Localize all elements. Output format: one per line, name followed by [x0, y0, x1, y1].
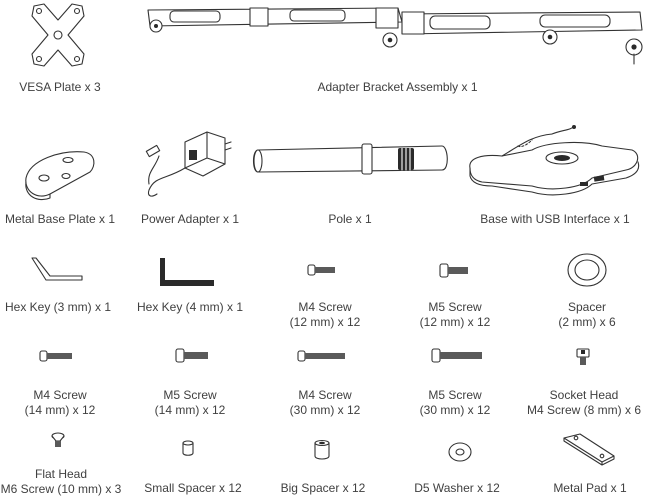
socket-head-screw-name: Socket Head: [549, 388, 619, 402]
flat-head-screw-label: Flat Head M6 Screw (10 mm) x 3: [0, 467, 122, 497]
hex-key-4mm-image: [160, 258, 214, 286]
socket-head-screw-label: Socket Head M4 Screw (8 mm) x 6: [520, 388, 648, 418]
metal-base-plate-image: [25, 151, 95, 201]
hex-key-3mm-image: [31, 257, 83, 281]
m5-screw-14mm-name: M5 Screw: [163, 388, 217, 402]
m4-screw-14mm-qty: (14 mm) x 12: [24, 403, 96, 417]
m5-screw-30mm-label: M5 Screw (30 mm) x 12: [400, 388, 510, 418]
metal-base-plate-label: Metal Base Plate x 1: [4, 212, 116, 226]
flat-head-screw-qty: M6 Screw (10 mm) x 3: [0, 482, 122, 496]
adapter-bracket-image: [147, 7, 643, 65]
m5-screw-30mm-qty: (30 mm) x 12: [419, 403, 491, 417]
socket-head-screw-image: [576, 348, 590, 365]
m5-screw-12mm-label: M5 Screw (12 mm) x 12: [400, 300, 510, 330]
m4-screw-30mm-name: M4 Screw: [298, 388, 352, 402]
m4-screw-12mm-image: [307, 264, 335, 276]
m4-screw-12mm-label: M4 Screw (12 mm) x 12: [270, 300, 380, 330]
power-adapter-image: [145, 131, 232, 197]
flat-head-screw-name: Flat Head: [34, 467, 88, 481]
socket-head-screw-qty: M4 Screw (8 mm) x 6: [526, 403, 641, 417]
m5-screw-12mm-image: [439, 263, 468, 278]
m4-screw-14mm-label: M4 Screw (14 mm) x 12: [5, 388, 115, 418]
vesa-plate-label: VESA Plate x 3: [19, 80, 101, 94]
pole-label: Pole x 1: [328, 212, 372, 226]
big-spacer-image: [314, 439, 330, 460]
adapter-bracket-label: Adapter Bracket Assembly x 1: [317, 80, 478, 94]
m4-screw-14mm-name: M4 Screw: [33, 388, 87, 402]
small-spacer-image: [182, 440, 194, 456]
hex-key-3mm-label: Hex Key (3 mm) x 1: [4, 300, 112, 314]
m5-screw-14mm-qty: (14 mm) x 12: [154, 403, 226, 417]
m5-screw-12mm-qty: (12 mm) x 12: [419, 315, 491, 329]
vesa-plate-image: [31, 3, 85, 67]
base-usb-label: Base with USB Interface x 1: [480, 212, 630, 226]
m5-screw-30mm-name: M5 Screw: [428, 388, 482, 402]
big-spacer-label: Big Spacer x 12: [280, 481, 366, 495]
power-adapter-label: Power Adapter x 1: [140, 212, 240, 226]
spacer-2mm-label: Spacer (2 mm) x 6: [535, 300, 639, 330]
hex-key-4mm-label: Hex Key (4 mm) x 1: [136, 300, 244, 314]
pole-image: [252, 143, 448, 175]
m5-screw-12mm-name: M5 Screw: [428, 300, 482, 314]
m5-screw-30mm-image: [431, 348, 482, 363]
spacer-2mm-qty: (2 mm) x 6: [558, 315, 616, 329]
small-spacer-label: Small Spacer x 12: [144, 481, 242, 495]
m4-screw-12mm-name: M4 Screw: [298, 300, 352, 314]
flat-head-screw-image: [51, 432, 65, 447]
m4-screw-30mm-qty: (30 mm) x 12: [289, 403, 361, 417]
spacer-2mm-image: [567, 253, 607, 287]
base-usb-image: [469, 125, 640, 196]
m4-screw-14mm-image: [39, 350, 72, 362]
m5-screw-14mm-image: [175, 348, 208, 363]
m5-screw-14mm-label: M5 Screw (14 mm) x 12: [135, 388, 245, 418]
m4-screw-30mm-image: [297, 350, 345, 362]
d5-washer-label: D5 Washer x 12: [414, 481, 500, 495]
m4-screw-30mm-label: M4 Screw (30 mm) x 12: [270, 388, 380, 418]
metal-pad-label: Metal Pad x 1: [553, 481, 627, 495]
metal-pad-image: [563, 433, 615, 466]
spacer-2mm-name: Spacer: [567, 300, 607, 314]
d5-washer-image: [448, 442, 472, 462]
m4-screw-12mm-qty: (12 mm) x 12: [289, 315, 361, 329]
